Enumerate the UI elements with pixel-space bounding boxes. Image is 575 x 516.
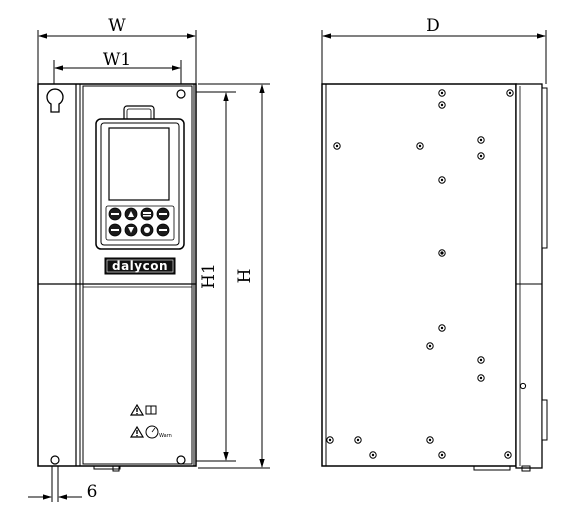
dimension-hole-offset (28, 460, 82, 502)
keypad-module (95, 105, 185, 250)
side-view (321, 83, 548, 472)
keyhole-icon (46, 88, 64, 113)
brand-logo-text: dalycon (112, 259, 168, 273)
dimension-h-label: H (235, 269, 255, 284)
warning-label-manual (129, 403, 157, 416)
dimension-w-label: W (108, 16, 126, 36)
dimension-d (321, 30, 547, 84)
warning-timer-text: Warn (159, 433, 172, 439)
mounting-hole-bottom-left (50, 455, 60, 465)
dimension-h (198, 83, 270, 469)
brand-logo: dalycon (104, 257, 176, 275)
dimension-h1-label: H1 (199, 263, 219, 289)
dimension-w1-label: W1 (103, 50, 131, 70)
timer-clock-icon (145, 425, 159, 439)
mounting-hole-top-right (176, 89, 186, 99)
dimension-w (37, 30, 197, 86)
warning-label-timer: Warn (129, 425, 172, 439)
dimension-d-label: D (426, 16, 440, 36)
side-keypad-protrusion (541, 87, 548, 249)
manual-book-icon (145, 405, 157, 415)
side-housing (321, 83, 517, 467)
display-screen (108, 127, 170, 201)
mounting-hole-bottom-right (176, 455, 186, 465)
dimension-hole-offset-label: 6 (87, 482, 98, 502)
front-view: dalycon Warn (37, 83, 197, 472)
front-panel (82, 85, 193, 465)
